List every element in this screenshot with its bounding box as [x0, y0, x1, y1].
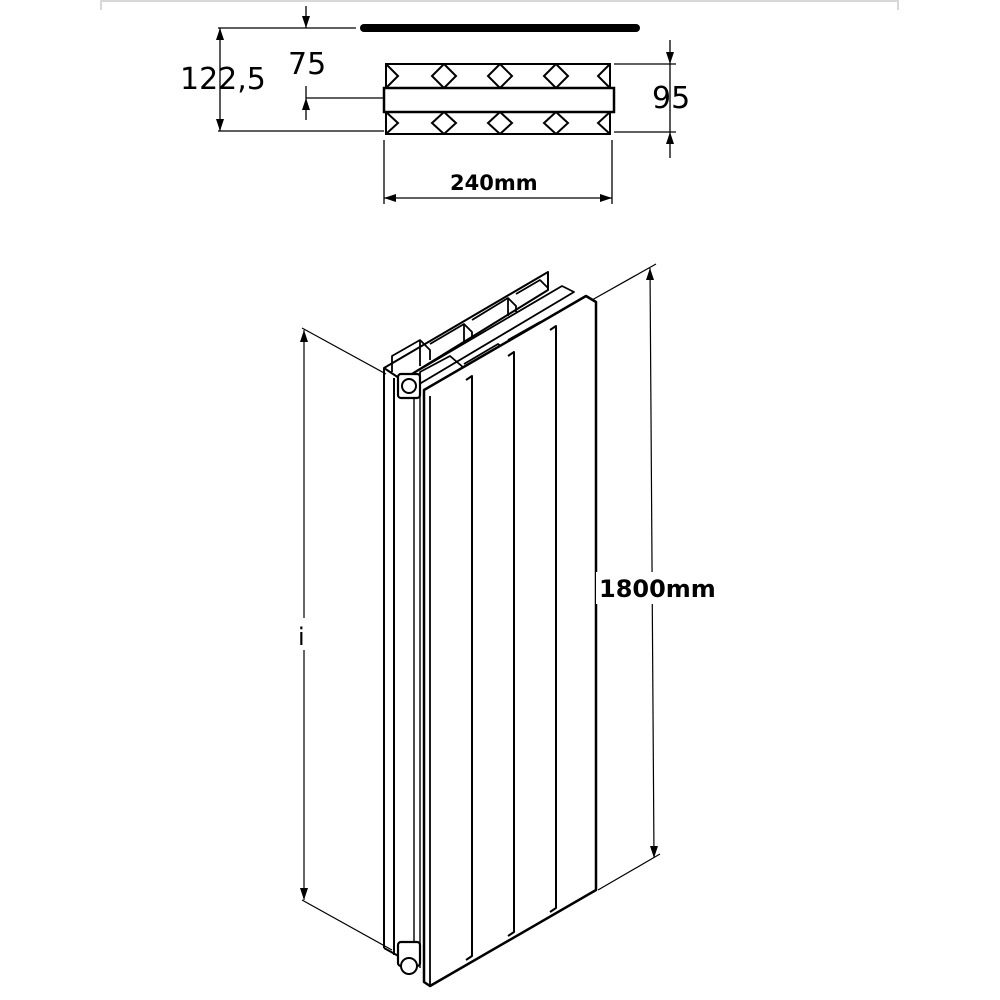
middle-panel [382, 86, 616, 114]
lower-fin-row [385, 111, 611, 135]
lower-fin-v-1 [385, 111, 400, 135]
top-connector-nut [396, 372, 422, 400]
dim-side-arrow-top [300, 330, 308, 342]
dim-95-arrow-bottom [666, 132, 674, 144]
lower-fin-v-4 [486, 111, 501, 135]
dim-1800-arrow-top [646, 268, 654, 280]
dim-122-5-arrow-bottom [216, 119, 224, 131]
front-panel [422, 294, 598, 988]
dim-95 [614, 40, 676, 158]
dim-side-arrow-bottom [300, 888, 308, 900]
upper-fin-v-4 [486, 63, 501, 89]
lower-fin-v-5 [499, 111, 514, 135]
label-height: 1800mm [599, 575, 716, 603]
dim-1800 [591, 263, 661, 891]
upper-fin-v-1 [385, 63, 400, 89]
rear-fin-4 [515, 279, 549, 295]
dim-1800-ext-bottom [597, 853, 661, 891]
dim-240-arrow-left [384, 194, 396, 202]
top-nut-hole [401, 378, 417, 394]
dim-75-arrow-top [302, 16, 310, 28]
front-panel-grooves [465, 325, 557, 961]
top-view [216, 6, 676, 204]
upper-fin-v-6 [542, 63, 557, 89]
label-side: i [298, 623, 305, 651]
dim-122-5-arrow-top [216, 28, 224, 40]
lower-fin-v-6 [542, 111, 557, 135]
label-width: 240mm [450, 171, 538, 195]
dim-240 [383, 140, 613, 204]
rear-fin-row [391, 279, 549, 372]
lower-fin-v-2 [430, 111, 445, 135]
label-depth-panel: 95 [652, 81, 690, 116]
dim-side-ext-top [301, 327, 387, 375]
groove-1 [465, 375, 473, 961]
upper-fin-v-3 [443, 63, 458, 89]
dim-side-ext-bottom [301, 899, 393, 951]
dim-side [300, 327, 393, 951]
bottom-connector-nut [396, 940, 422, 975]
front-view [300, 263, 661, 988]
upper-fin-v-8 [596, 63, 611, 89]
dim-1800-ext-top [591, 263, 657, 301]
rear-fin-3 [471, 297, 517, 321]
panel-side-shading [413, 390, 421, 968]
dim-75 [302, 6, 384, 120]
label-depth-total: 122,5 [180, 62, 266, 97]
front-panel-outline [422, 294, 598, 988]
bottom-nut-hole [400, 957, 418, 975]
dim-240-arrow-right [600, 194, 612, 202]
upper-fin-outline [385, 63, 611, 89]
lower-fin-v-8 [596, 111, 611, 135]
upper-fin-v-7 [555, 63, 570, 89]
groove-2 [507, 351, 515, 937]
lower-fin-v-7 [555, 111, 570, 135]
upper-fin-row [385, 63, 611, 89]
upper-fin-v-5 [499, 63, 514, 89]
rear-fin-2 [429, 323, 473, 345]
label-height-bg [596, 572, 734, 604]
dim-122-5 [216, 27, 384, 132]
lower-fin-outline [385, 111, 611, 135]
groove-3 [549, 325, 557, 913]
upper-fin-v-2 [430, 63, 445, 89]
label-depth-inner: 75 [288, 47, 326, 82]
dim-75-arrow-bottom [302, 98, 310, 110]
dim-1800-line [649, 267, 655, 859]
dim-1800-arrow-bottom [650, 846, 658, 858]
dim-95-arrow-top [666, 52, 674, 64]
label-side-bg [296, 618, 312, 650]
lower-fin-v-3 [443, 111, 458, 135]
